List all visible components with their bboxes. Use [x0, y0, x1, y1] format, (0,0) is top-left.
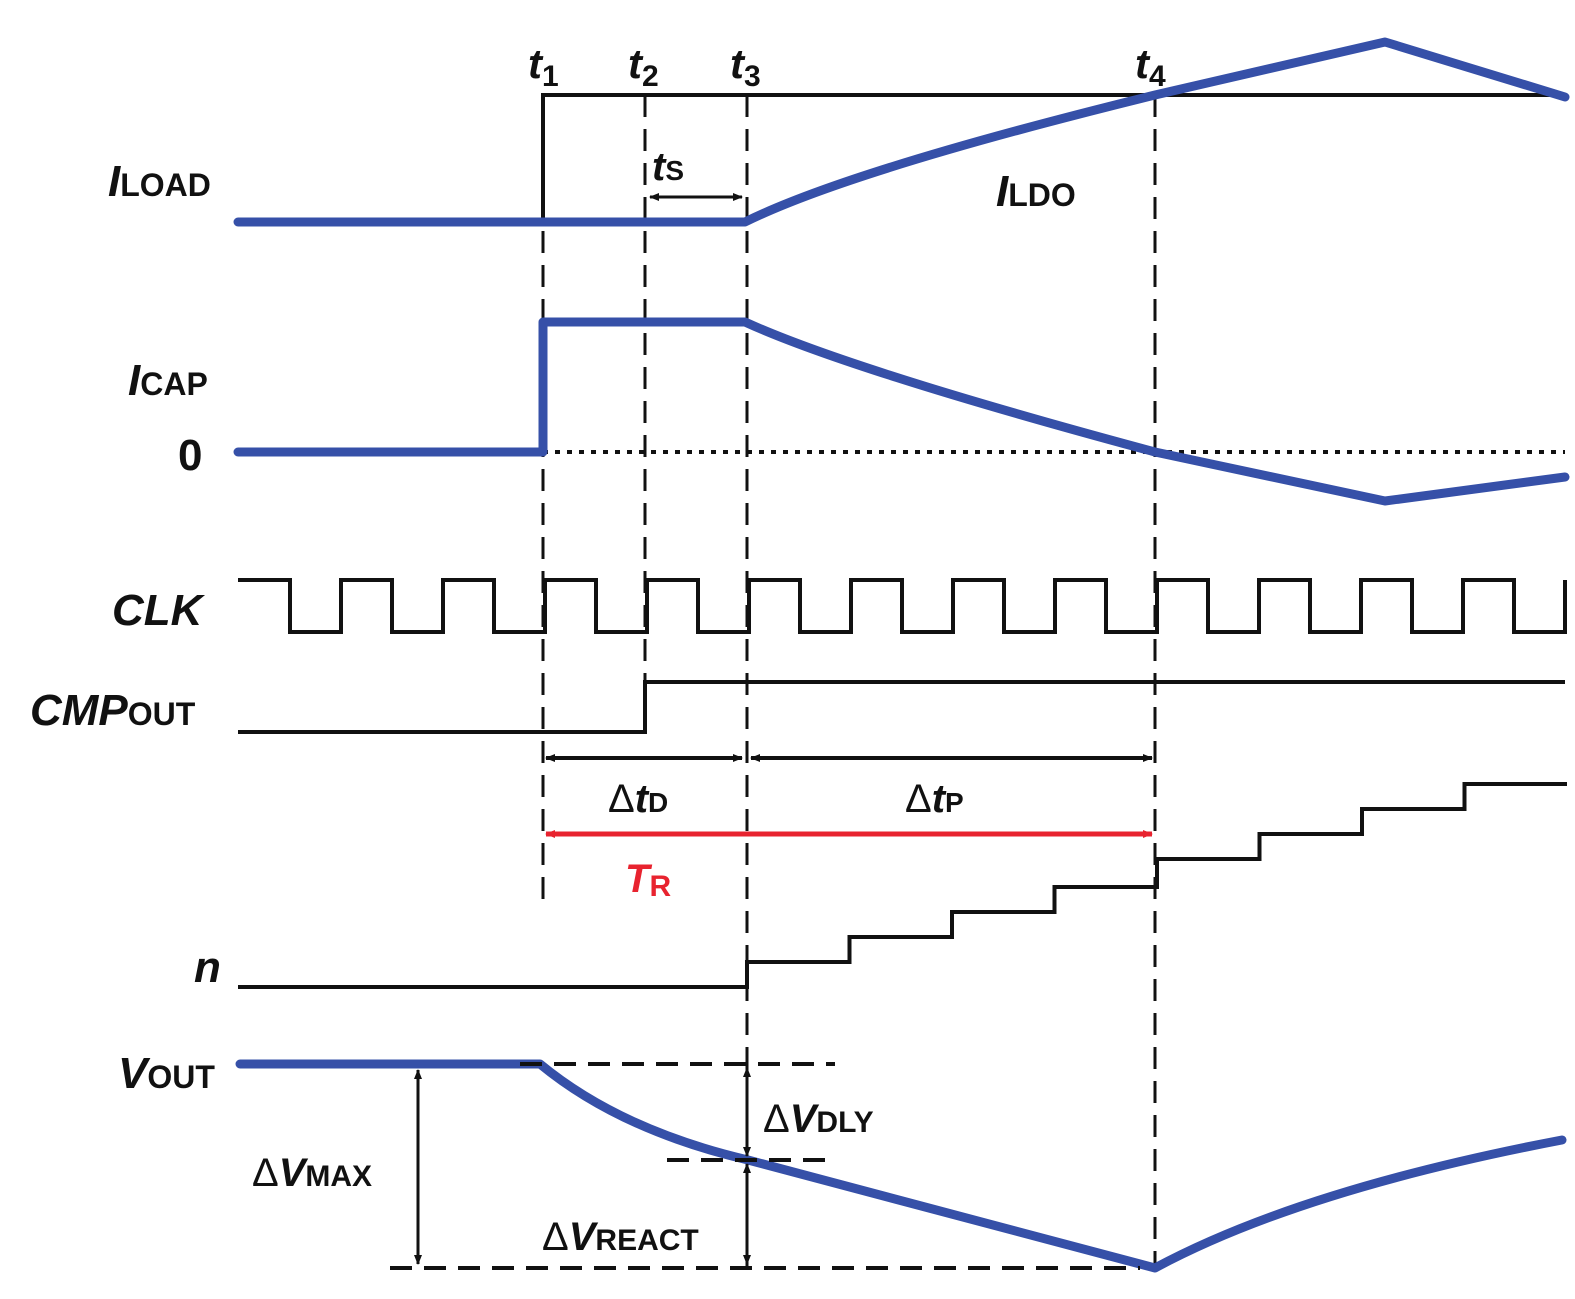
- waveforms: [233, 37, 1570, 1273]
- time-marker-t3: t3: [730, 40, 761, 93]
- delta-tp-label: ΔtP: [905, 777, 964, 821]
- counter-n-waveform: [238, 782, 1567, 989]
- voltage-annotations: ΔVMAX ΔVDLY ΔVREACT: [252, 1062, 1140, 1270]
- cmpout-waveform: [238, 680, 1565, 734]
- signal-label-vout: VOUT: [118, 1049, 215, 1098]
- time-marker-t2: t2: [628, 40, 659, 93]
- icap-waveform: [233, 317, 1570, 506]
- signal-label-iload: ILOAD: [108, 157, 211, 206]
- time-marker-t1: t1: [528, 40, 559, 93]
- signal-label-n: n: [194, 943, 221, 992]
- iload-step-waveform: [541, 93, 1565, 222]
- signal-labels: ILOAD ILDO ICAP 0 CLK CMPOUT n VOUT: [30, 157, 1076, 1098]
- signal-label-cmpout: CMPOUT: [30, 686, 196, 735]
- signal-label-clk: CLK: [112, 586, 206, 635]
- signal-label-icap: ICAP: [128, 356, 208, 405]
- tr-label: TR: [625, 857, 671, 903]
- delta-vdly-label: ΔVDLY: [763, 1097, 874, 1141]
- time-marker-t4: t4: [1135, 40, 1166, 93]
- time-marker-labels: t1 t2 t3 t4: [528, 40, 1166, 93]
- ts-label: tS: [652, 145, 684, 189]
- vout-waveform: [235, 1059, 1567, 1273]
- delta-vreact-label: ΔVREACT: [542, 1215, 699, 1259]
- signal-label-ildo: ILDO: [996, 167, 1076, 216]
- icap-zero-label: 0: [178, 431, 202, 480]
- interval-annotations: tS ΔtD ΔtP TR: [545, 145, 1153, 903]
- ildo-waveform: [233, 37, 1570, 227]
- clk-waveform: [238, 578, 1567, 634]
- delta-td-label: ΔtD: [608, 777, 668, 821]
- delta-vmax-label: ΔVMAX: [252, 1151, 372, 1195]
